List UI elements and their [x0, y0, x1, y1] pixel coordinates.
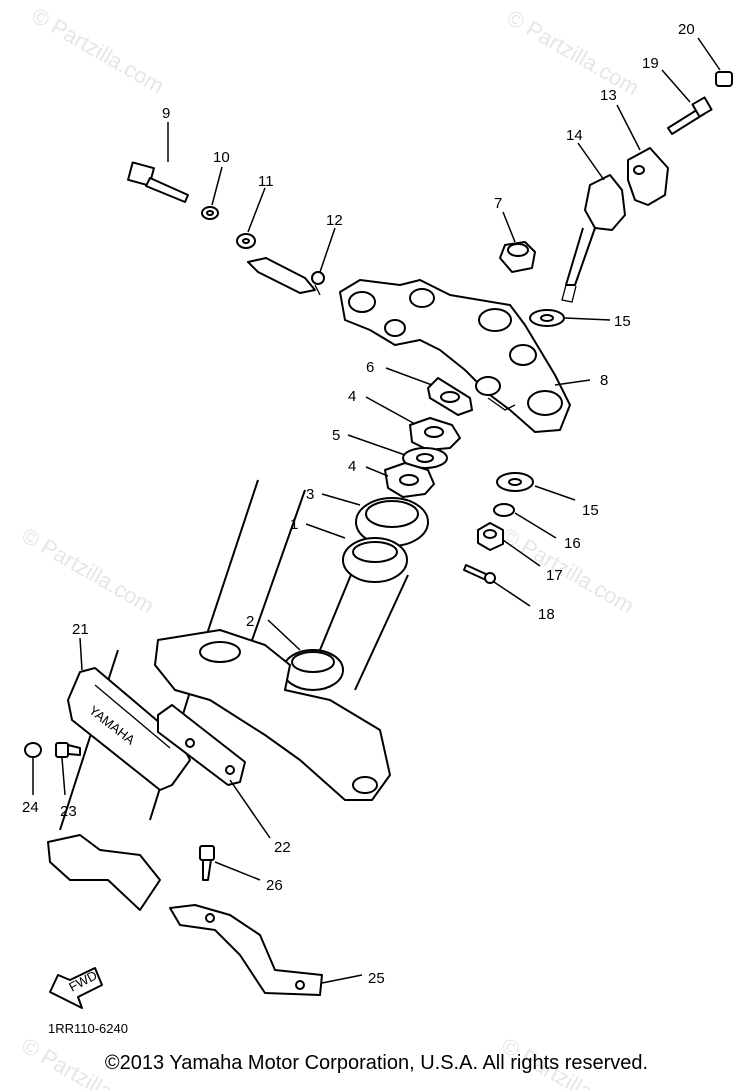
part-6-lock-washer: [427, 377, 473, 416]
part-24-collar: [24, 742, 42, 758]
callout-6: 6: [366, 359, 374, 376]
callout-21: 21: [72, 621, 89, 638]
part-14-handlebar-holder: [561, 174, 626, 303]
watermark-layer: © Partzilla.com © Partzilla.com © Partzi…: [18, 3, 644, 1090]
part-5-washer: [402, 447, 448, 469]
callout-7: 7: [494, 195, 502, 212]
part-12-clip: [247, 257, 325, 296]
part-2-lower-bearing: [282, 649, 344, 691]
part-3-bearing-cover: [355, 497, 429, 547]
callout-5: 5: [332, 427, 340, 444]
part-26-bolt: [199, 845, 215, 881]
callout-13: 13: [600, 87, 617, 104]
callout-10: 10: [213, 149, 230, 166]
callout-2: 2: [246, 613, 254, 630]
part-15-washer-lower: [496, 472, 534, 492]
watermark: © Partzilla.com: [503, 5, 644, 101]
callout-17: 17: [546, 567, 563, 584]
part-7-cap: [499, 241, 536, 273]
callout-12: 12: [326, 212, 343, 229]
callout-9: 9: [162, 105, 170, 122]
part-23-bolt: [55, 742, 81, 758]
callout-22: 22: [274, 839, 291, 856]
fwd-arrow: FWD: [49, 967, 103, 1009]
part-10-washer: [201, 206, 219, 220]
callout-24: 24: [22, 799, 39, 816]
part-25-guide: [169, 904, 323, 996]
callout-26: 26: [266, 877, 283, 894]
part-9-bolt: [127, 161, 189, 203]
callout-15-lower: 15: [582, 502, 599, 519]
callout-4-lower: 4: [348, 458, 356, 475]
callout-20: 20: [678, 21, 695, 38]
leader-lines: [32, 37, 721, 984]
callout-15-upper: 15: [614, 313, 631, 330]
part-18-pin: [463, 564, 496, 584]
copyright-footer: ©2013 Yamaha Motor Corporation, U.S.A. A…: [104, 1052, 649, 1074]
diagram-code: 1RR110-6240: [48, 1021, 128, 1036]
part-8-upper-bracket: [339, 279, 571, 433]
lower-bracket: [154, 629, 391, 801]
part-17-nut: [477, 522, 504, 551]
part-16-spring-washer: [493, 503, 515, 517]
callout-3: 3: [306, 486, 314, 503]
part-4-ring-nut-lower: [384, 462, 435, 498]
callout-16: 16: [564, 535, 581, 552]
part-4-ring-nut-upper: [409, 417, 461, 451]
part-22-bracket: [157, 704, 246, 786]
callout-4-upper: 4: [348, 388, 356, 405]
part-11-washer: [236, 233, 256, 249]
watermark: © Partzilla.com: [18, 523, 159, 619]
watermark: © Partzilla.com: [28, 3, 169, 99]
callout-23: 23: [60, 803, 77, 820]
callout-1: 1: [290, 516, 298, 533]
callout-8: 8: [600, 372, 608, 389]
callout-19: 19: [642, 55, 659, 72]
part-15-washer-upper: [529, 309, 565, 327]
callout-25: 25: [368, 970, 385, 987]
callout-11: 11: [258, 173, 274, 190]
callout-18: 18: [538, 606, 555, 623]
part-13-upper-holder: [627, 147, 669, 206]
part-1-bearing: [342, 537, 408, 583]
callouts: 9 10 11 12 20 19 13 14 7 15 8 6 4 5 4 3 …: [22, 21, 695, 987]
callout-14: 14: [566, 127, 583, 144]
part-19-bolt: [667, 96, 713, 135]
part-20-nut: [715, 71, 733, 87]
fork-lower: [47, 834, 161, 911]
